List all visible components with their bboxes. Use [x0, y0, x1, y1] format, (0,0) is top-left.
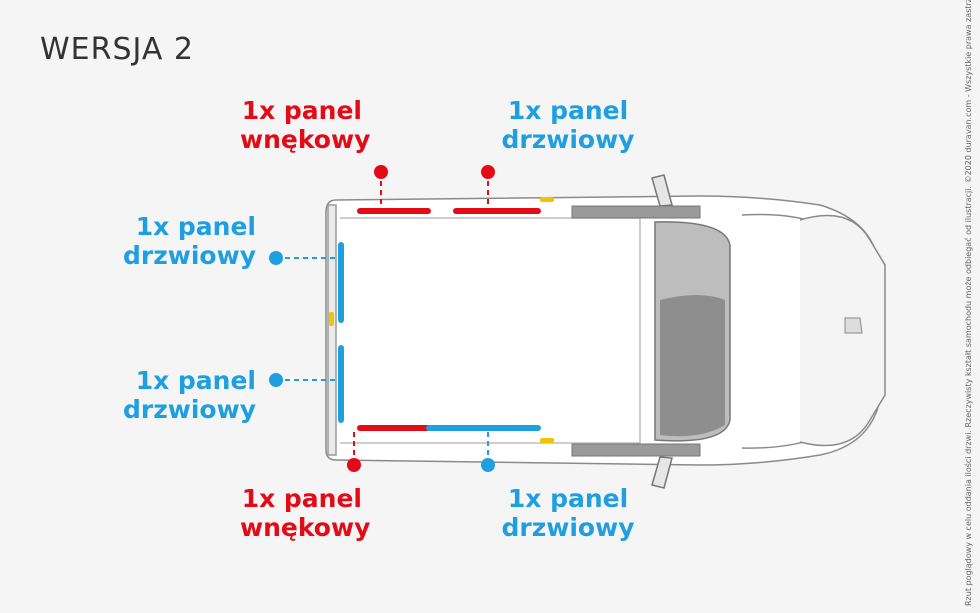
label-rear-top: 1x panel drzwiowy	[122, 212, 256, 270]
indicator-light	[540, 197, 554, 202]
label-top-left: 1x panel wnękowy	[240, 96, 371, 154]
label-top-right: 1x panel drzwiowy	[501, 96, 635, 154]
leader-dots	[269, 165, 495, 472]
side-mirror-top	[651, 174, 673, 207]
disclaimer-text: Rzut poglądowy w celu oddania ilości drz…	[964, 0, 973, 606]
panels	[338, 208, 541, 431]
side-mirror-bottom	[651, 456, 673, 489]
label-bottom-right: 1x panel drzwiowy	[501, 484, 635, 542]
label-rear-bottom: 1x panel drzwiowy	[122, 366, 256, 424]
indicator-light	[540, 438, 554, 443]
page-title: WERSJA 2	[40, 32, 194, 67]
label-bottom-left: 1x panel wnękowy	[240, 484, 371, 542]
indicator-light	[329, 312, 334, 326]
van-body	[325, 195, 881, 466]
